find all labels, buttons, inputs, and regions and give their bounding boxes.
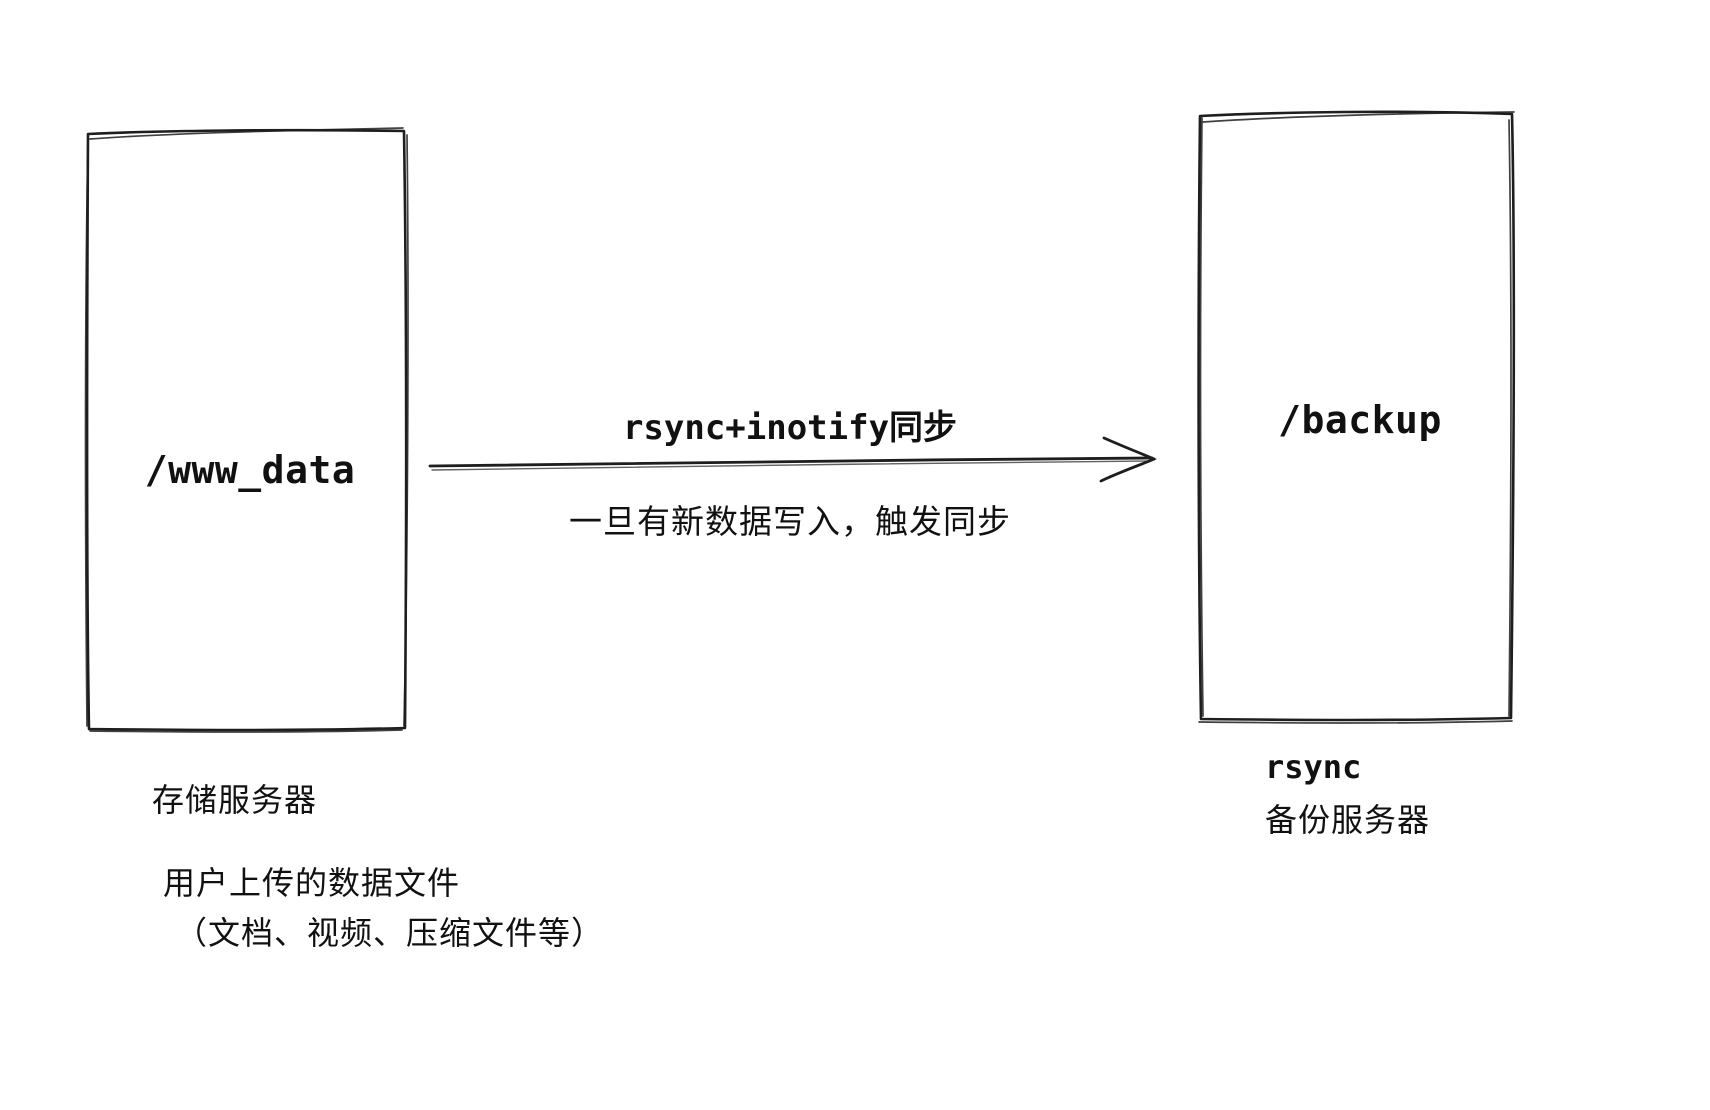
sync-arrow-label-bottom: 一旦有新数据写入，触发同步 bbox=[569, 502, 1011, 541]
source-node-description-line-1: 用户上传的数据文件 bbox=[163, 864, 461, 902]
source-node-description-line-2: （文档、视频、压缩文件等） bbox=[175, 914, 605, 952]
source-node-label: /www_data bbox=[144, 448, 356, 492]
target-node-caption-subtitle: 备份服务器 bbox=[1265, 801, 1431, 839]
source-node-rect[interactable] bbox=[84, 127, 409, 733]
source-node-caption-title: 存储服务器 bbox=[152, 781, 318, 819]
target-node-label: /backup bbox=[1278, 398, 1442, 442]
target-node-caption-title: rsync bbox=[1265, 748, 1362, 786]
sync-arrow-label-top: rsync+inotify同步 bbox=[622, 408, 958, 448]
